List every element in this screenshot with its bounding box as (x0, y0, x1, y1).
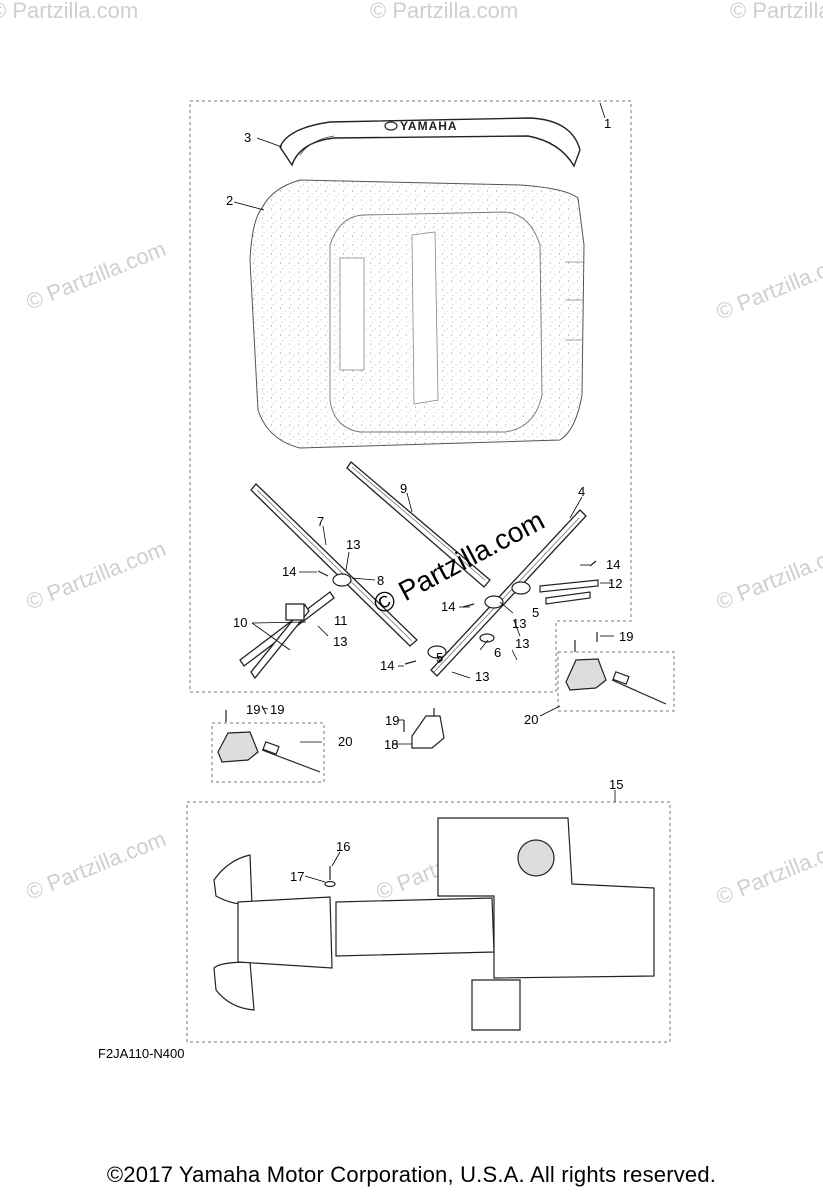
callout-14c: 14 (380, 658, 394, 673)
part-2-deck-mat (249, 179, 585, 449)
callout-5a: 5 (532, 605, 539, 620)
svg-text:© Partzilla.com: © Partzilla.com (23, 826, 170, 905)
part-9-bar (346, 461, 491, 588)
svg-text:© Partzilla.com: © Partzilla.com (0, 0, 138, 23)
svg-text:© Partzilla.com: © Partzilla.com (23, 236, 170, 315)
part-6-bracket (479, 633, 495, 643)
clamps (332, 573, 531, 659)
callout-14d: 14 (606, 557, 620, 572)
svg-text:YAMAHA: YAMAHA (400, 119, 458, 133)
svg-text:© Partzilla.com: © Partzilla.com (713, 246, 823, 325)
part-20-left-mount (217, 731, 321, 773)
callout-2: 2 (226, 193, 233, 208)
part-10-bars (239, 591, 335, 680)
center-watermark: © Partzilla.com (368, 504, 549, 620)
callout-5b: 5 (436, 650, 443, 665)
callout-19c: 19 (619, 629, 633, 644)
callout-13c: 13 (515, 636, 529, 651)
callout-1: 1 (604, 116, 611, 131)
callout-20a: 20 (338, 734, 352, 749)
callout-19a: 19 (385, 713, 399, 728)
callout-10: 10 (233, 615, 247, 630)
copyright-notice: ©2017 Yamaha Motor Corporation, U.S.A. A… (106, 1162, 717, 1187)
part-20-right-mount (565, 658, 667, 705)
part-12-rods (539, 579, 599, 605)
kit-box-20-right (557, 651, 675, 712)
part-18-bracket (411, 715, 445, 749)
mat-kit-box-15 (186, 801, 671, 1043)
part-3-backrest: YAMAHA (279, 117, 581, 168)
callout-9: 9 (400, 481, 407, 496)
callout-13a: 13 (346, 537, 360, 552)
svg-text:© Partzilla.com: © Partzilla.com (713, 831, 823, 910)
callout-6: 6 (494, 645, 501, 660)
svg-text:© Partzilla.com: © Partzilla.com (713, 536, 823, 615)
callout-13e: 13 (512, 616, 526, 631)
yamaha-logo-icon (384, 121, 398, 131)
callout-labels: 1 2 3 4 5 5 6 7 8 9 10 11 12 13 13 13 13… (226, 116, 633, 884)
callout-17: 17 (290, 869, 304, 884)
callout-4: 4 (578, 484, 585, 499)
part-4-bar (430, 509, 587, 677)
callout-13b: 13 (333, 634, 347, 649)
callout-15: 15 (609, 777, 623, 792)
part-15-mat-set (213, 817, 655, 1031)
part-16-17-fastener (324, 866, 336, 888)
callout-18: 18 (384, 737, 398, 752)
callout-19b: 19 (270, 702, 284, 717)
callout-11: 11 (334, 613, 348, 628)
callout-16: 16 (336, 839, 350, 854)
leader-lines (233, 102, 616, 883)
screws (225, 560, 598, 732)
callout-3: 3 (244, 130, 251, 145)
callout-12: 12 (608, 576, 622, 591)
group-boxes (186, 100, 675, 1043)
callout-20b: 20 (524, 712, 538, 727)
diagram-code: F2JA110-N400 (98, 1046, 185, 1061)
svg-text:© Partzilla.com: © Partzilla.com (730, 0, 823, 23)
callout-14b: 14 (441, 599, 455, 614)
kit-box-20-left (211, 722, 325, 783)
svg-text:© Partzilla.com: © Partzilla.com (370, 0, 518, 23)
callout-7: 7 (317, 514, 324, 529)
kit-box-1 (189, 100, 632, 693)
callout-8: 8 (377, 573, 384, 588)
callout-13d: 13 (475, 669, 489, 684)
callout-14a: 14 (282, 564, 296, 579)
callout-19d: 19 (246, 702, 260, 717)
part-7-bar (250, 483, 418, 647)
svg-text:© Partzilla.com: © Partzilla.com (23, 536, 170, 615)
